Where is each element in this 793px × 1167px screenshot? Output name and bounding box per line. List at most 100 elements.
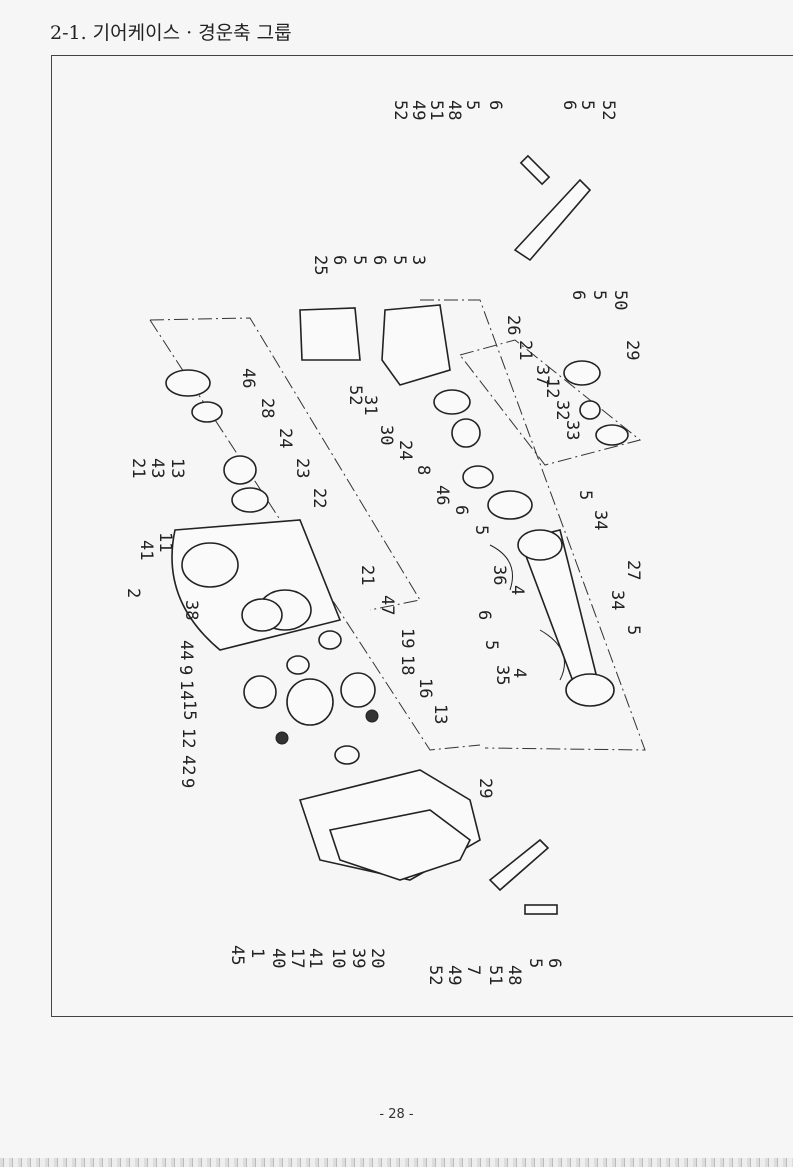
page-number: - 28 -: [379, 1107, 414, 1122]
part-label: 22: [309, 488, 329, 508]
part-label: 16: [415, 678, 435, 698]
part-label: 45: [227, 945, 247, 965]
part-label: 29: [622, 340, 642, 360]
guide-box-center: [420, 299, 646, 751]
part-label: 42: [178, 755, 198, 775]
part-label: 48: [444, 100, 464, 120]
part-label: 34: [607, 590, 627, 610]
bearing-19: [318, 630, 342, 650]
bearing-9: [334, 745, 360, 765]
cover-46: [165, 369, 211, 397]
part-label: 52: [425, 965, 445, 985]
part-label: 50: [610, 290, 630, 310]
part-label: 5: [525, 958, 545, 968]
part-label: 6: [474, 610, 494, 620]
spring-51: [519, 154, 551, 186]
part-label: 23: [292, 458, 312, 478]
part-label: 1: [247, 948, 267, 958]
part-label: 7: [463, 965, 483, 975]
cover-33: [595, 424, 629, 446]
part-label: 5: [577, 100, 597, 110]
part-label: 5: [481, 640, 501, 650]
part-label: 49: [444, 965, 464, 985]
plate-25: [299, 307, 361, 361]
part-label: 46: [432, 485, 452, 505]
flange-28: [191, 401, 223, 423]
part-label: 10: [328, 948, 348, 968]
spring-51: [524, 904, 558, 915]
part-label: 27: [623, 560, 643, 580]
part-label: 5: [589, 290, 609, 300]
part-label: 2: [123, 588, 143, 598]
part-label: 5: [575, 490, 595, 500]
part-label: 3: [408, 255, 428, 265]
gear-14: [243, 675, 277, 709]
flange-31: [433, 389, 471, 415]
bearing-9: [286, 655, 310, 675]
cover-1: [328, 809, 472, 881]
scan-edge: [0, 1158, 793, 1167]
part-label: 47: [377, 595, 397, 615]
flange-37: [563, 360, 601, 386]
part-label: 52: [345, 385, 365, 405]
part-label: 8: [413, 465, 433, 475]
nut-13: [365, 709, 379, 723]
part-label: 36: [489, 565, 509, 585]
part-label: 9: [175, 665, 195, 675]
part-label: 5: [349, 255, 369, 265]
part-label: 6: [329, 255, 349, 265]
bearing-hole: [181, 542, 239, 588]
part-label: 25: [310, 255, 330, 275]
flange: [517, 529, 563, 561]
part-label: 26: [503, 315, 523, 335]
part-label: 28: [257, 398, 277, 418]
tilling-blades: [489, 544, 565, 681]
part-label: 5: [462, 100, 482, 110]
part-label: 4: [507, 585, 527, 595]
part-label: 5: [471, 525, 491, 535]
part-label: 40: [268, 948, 288, 968]
part-label: 6: [544, 958, 564, 968]
gear-16: [340, 672, 376, 708]
part-label: 6: [369, 255, 389, 265]
part-label: 41: [136, 540, 156, 560]
part-label: 41: [305, 948, 325, 968]
part-label: 31: [360, 395, 380, 415]
flange-8: [462, 465, 494, 489]
part-label: 17: [287, 948, 307, 968]
part-label: 5: [623, 625, 643, 635]
bearing-38: [241, 598, 283, 632]
part-label: 5: [389, 255, 409, 265]
part-label: 11: [155, 532, 175, 552]
part-label: 6: [485, 100, 505, 110]
part-label: 21: [357, 565, 377, 585]
housing-3: [381, 304, 451, 386]
part-label: 12: [542, 378, 562, 398]
bearing-32: [579, 400, 601, 420]
part-label: 39: [348, 948, 368, 968]
part-label: 24: [395, 440, 415, 460]
part-label: 51: [426, 100, 446, 120]
part-label: 37: [532, 365, 552, 385]
part-label: 44: [176, 640, 196, 660]
hub-30: [451, 418, 481, 448]
gear-15: [286, 678, 334, 726]
nut-12: [275, 731, 289, 745]
part-label: 52: [598, 100, 618, 120]
part-label: 18: [397, 655, 417, 675]
parts: [165, 154, 629, 915]
part-label: 6: [451, 505, 471, 515]
part-label: 9: [177, 778, 197, 788]
part-label: 35: [492, 665, 512, 685]
part-label: 33: [562, 420, 582, 440]
part-label: 24: [275, 428, 295, 448]
part-label: 6: [568, 290, 588, 300]
part-label: 21: [128, 458, 148, 478]
part-label: 38: [181, 600, 201, 620]
hub-23: [223, 455, 257, 485]
part-label: 52: [390, 100, 410, 120]
diagram-frame: [51, 55, 793, 1017]
part-label: 49: [408, 100, 428, 120]
